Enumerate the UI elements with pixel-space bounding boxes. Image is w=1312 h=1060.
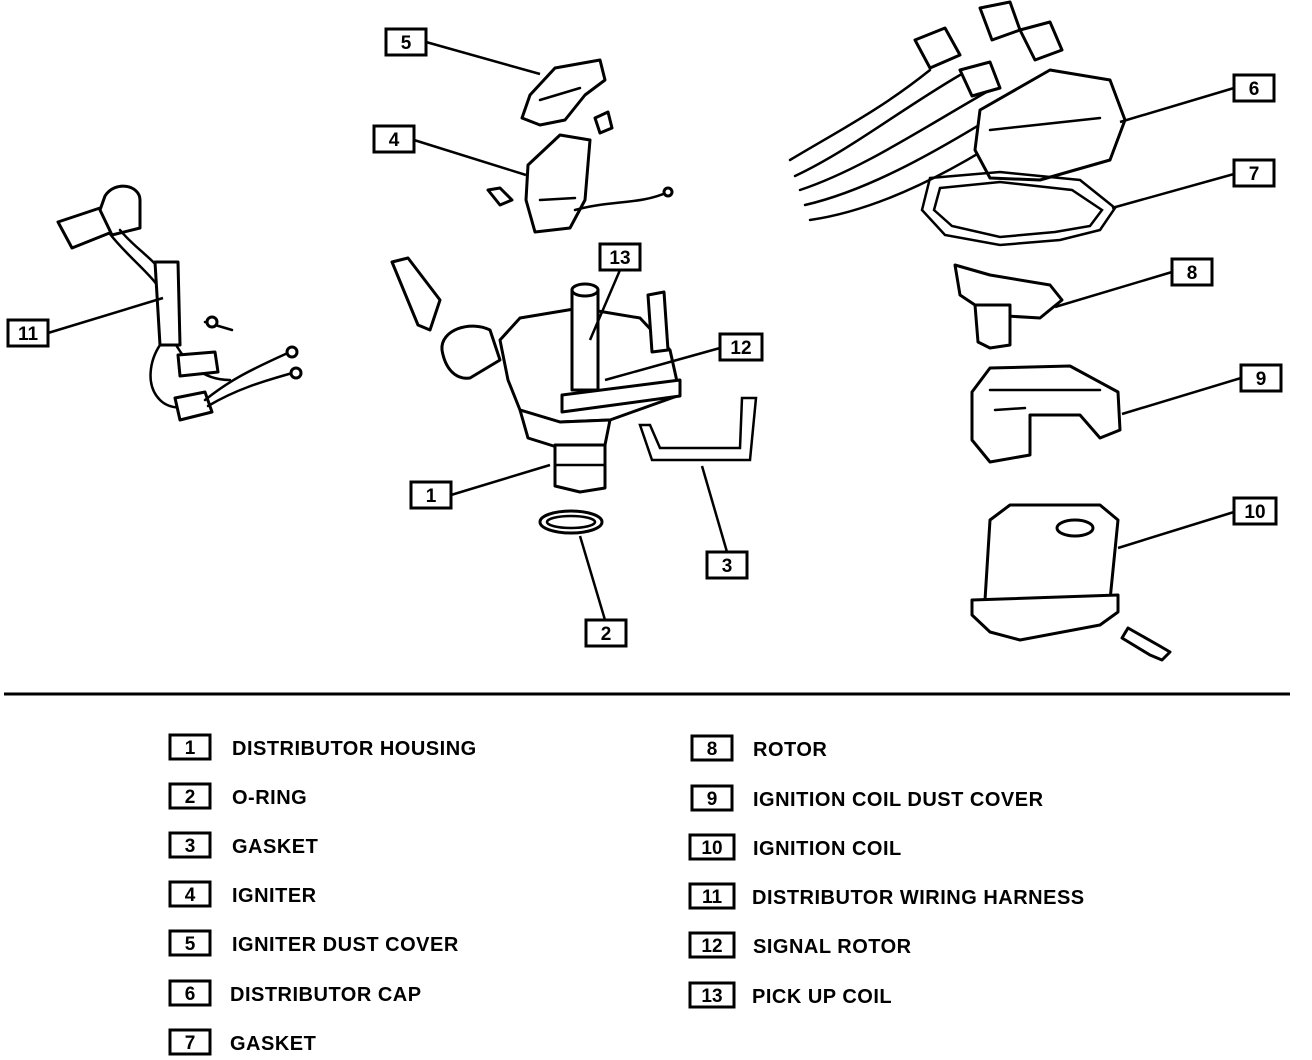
- igniter-drawing: [486, 133, 674, 234]
- rotor-drawing: [953, 263, 1064, 350]
- svg-text:5: 5: [185, 934, 196, 955]
- svg-text:IGNITION COIL: IGNITION COIL: [753, 838, 902, 860]
- ignition-coil-drawing: [970, 503, 1172, 662]
- svg-text:11: 11: [702, 887, 723, 908]
- svg-text:9: 9: [1256, 369, 1267, 390]
- callout-4: 4: [372, 124, 416, 154]
- svg-text:6: 6: [185, 984, 196, 1005]
- svg-text:1: 1: [185, 738, 196, 759]
- svg-text:9: 9: [707, 789, 718, 810]
- igniter-dust-cover-drawing: [520, 58, 614, 135]
- svg-text:7: 7: [1249, 164, 1260, 185]
- svg-text:10: 10: [701, 838, 722, 859]
- o-ring-drawing: [538, 509, 604, 535]
- legend-item: 7 GASKET: [168, 1028, 316, 1056]
- svg-text:DISTRIBUTOR WIRING HARNESS: DISTRIBUTOR WIRING HARNESS: [752, 887, 1085, 909]
- callout-11: 11: [6, 318, 50, 348]
- callout-1: 1: [409, 480, 453, 510]
- legend-item: 13 PICK UP COIL: [688, 981, 892, 1009]
- svg-text:7: 7: [185, 1033, 196, 1054]
- svg-text:2: 2: [601, 624, 612, 645]
- leader-line-12: [604, 346, 721, 382]
- callout-6: 6: [1232, 73, 1276, 103]
- ignition-coil-dust-cover-drawing: [970, 364, 1122, 464]
- svg-text:DISTRIBUTOR CAP: DISTRIBUTOR CAP: [230, 984, 422, 1006]
- leader-line-13: [588, 269, 622, 341]
- svg-text:GASKET: GASKET: [232, 836, 318, 858]
- legend-item: 11 DISTRIBUTOR WIRING HARNESS: [688, 882, 1085, 910]
- svg-text:13: 13: [701, 986, 722, 1007]
- leader-line-5: [425, 40, 541, 76]
- svg-text:12: 12: [730, 338, 751, 359]
- legend-item: 3 GASKET: [168, 831, 318, 859]
- leader-line-11: [47, 296, 164, 335]
- callout-13: 13: [598, 242, 642, 272]
- svg-text:IGNITER: IGNITER: [232, 885, 317, 907]
- callout-7: 7: [1232, 158, 1276, 188]
- svg-text:3: 3: [722, 556, 733, 577]
- svg-text:8: 8: [1187, 263, 1198, 284]
- callout-9: 9: [1239, 363, 1283, 393]
- svg-text:1: 1: [426, 486, 437, 507]
- svg-text:3: 3: [185, 836, 196, 857]
- svg-text:IGNITER DUST COVER: IGNITER DUST COVER: [232, 934, 459, 956]
- legend-item: 1 DISTRIBUTOR HOUSING: [168, 733, 477, 761]
- callout-3: 3: [705, 550, 749, 580]
- leader-lines: [47, 40, 1242, 621]
- svg-text:10: 10: [1244, 502, 1265, 523]
- callout-5: 5: [384, 27, 428, 57]
- svg-text:ROTOR: ROTOR: [753, 739, 827, 761]
- distributor-housing-drawing: [390, 256, 682, 494]
- svg-text:4: 4: [389, 130, 400, 151]
- callout-12: 12: [718, 332, 764, 362]
- svg-text:SIGNAL ROTOR: SIGNAL ROTOR: [753, 936, 912, 958]
- legend: 1 DISTRIBUTOR HOUSING 2 O-RING 3 GASKET …: [168, 733, 1085, 1056]
- svg-text:5: 5: [401, 33, 412, 54]
- legend-item: 5 IGNITER DUST COVER: [168, 929, 459, 957]
- svg-text:O-RING: O-RING: [232, 787, 307, 809]
- legend-item: 12 SIGNAL ROTOR: [688, 931, 912, 959]
- legend-item: 2 O-RING: [168, 782, 307, 810]
- svg-text:IGNITION COIL DUST COVER: IGNITION COIL DUST COVER: [753, 789, 1044, 811]
- svg-text:DISTRIBUTOR HOUSING: DISTRIBUTOR HOUSING: [232, 738, 477, 760]
- leader-line-7: [1111, 172, 1235, 210]
- svg-text:PICK UP COIL: PICK UP COIL: [752, 986, 892, 1008]
- svg-text:8: 8: [707, 739, 718, 760]
- leader-line-1: [450, 463, 551, 497]
- wiring-harness-drawing: [56, 184, 303, 422]
- svg-text:13: 13: [609, 248, 630, 269]
- svg-text:2: 2: [185, 787, 196, 808]
- svg-text:11: 11: [18, 324, 39, 345]
- svg-text:6: 6: [1249, 79, 1260, 100]
- legend-item: 8 ROTOR: [690, 734, 827, 762]
- svg-text:GASKET: GASKET: [230, 1033, 316, 1055]
- distributor-cap-drawing: [788, 0, 1127, 222]
- leader-line-10: [1117, 510, 1235, 550]
- legend-item: 9 IGNITION COIL DUST COVER: [690, 784, 1044, 812]
- legend-item: 10 IGNITION COIL: [688, 833, 902, 861]
- legend-item: 4 IGNITER: [168, 880, 317, 908]
- base-gasket-drawing: [638, 396, 758, 462]
- cap-gasket-drawing: [920, 170, 1117, 247]
- callout-2: 2: [584, 618, 628, 648]
- legend-item: 6 DISTRIBUTOR CAP: [168, 979, 422, 1007]
- leader-line-4: [413, 138, 527, 177]
- leader-line-3: [700, 465, 729, 553]
- leader-line-6: [1119, 86, 1235, 124]
- leader-line-8: [1054, 270, 1173, 309]
- leader-line-9: [1121, 376, 1242, 416]
- callout-8: 8: [1170, 257, 1214, 287]
- leader-line-2: [578, 535, 607, 621]
- svg-text:4: 4: [185, 885, 196, 906]
- svg-text:12: 12: [701, 936, 722, 957]
- callout-10: 10: [1232, 496, 1278, 526]
